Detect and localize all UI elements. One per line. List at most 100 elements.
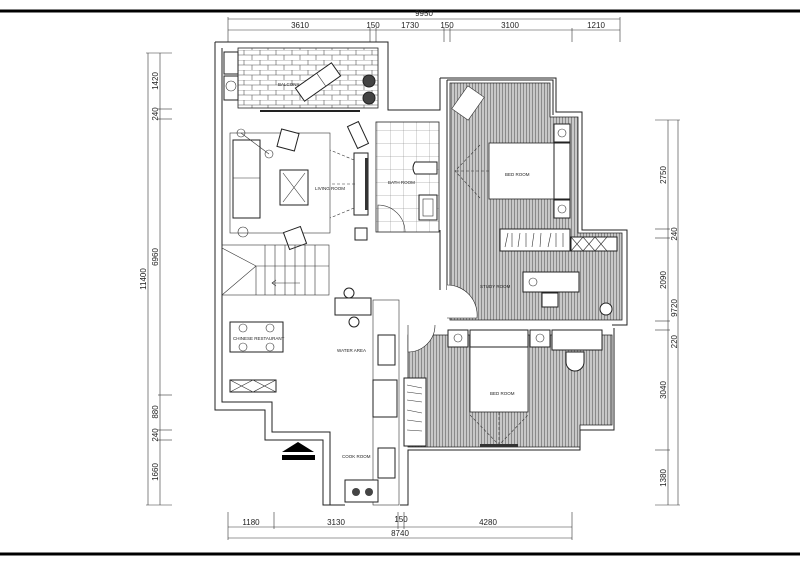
- bedroom-study-floor: [449, 82, 623, 321]
- entrance-arrow-icon: [282, 442, 315, 460]
- plant-box: [354, 227, 368, 241]
- study-chair: [541, 292, 559, 308]
- sink: [377, 447, 396, 479]
- dim-right-2: 240: [670, 227, 679, 241]
- bar-stool: [348, 316, 360, 328]
- bed-headboard: [469, 329, 529, 348]
- room-label-bed1: BED ROOM: [505, 172, 530, 177]
- dim-left-total: 11400: [139, 268, 148, 290]
- dim-left-3: 6960: [151, 248, 160, 266]
- dim-right-4: 220: [670, 334, 679, 348]
- dim-top-5: 3100: [501, 21, 519, 30]
- dim-bottom-2: 3130: [327, 518, 345, 527]
- nightstand: [529, 329, 551, 348]
- balcony-sink: [223, 51, 239, 75]
- lamp-icon: [557, 204, 567, 214]
- right-dimensions: [655, 119, 680, 506]
- living-rug: [229, 132, 331, 234]
- washer-drum-icon: [225, 80, 237, 92]
- dim-left-1: 1420: [151, 72, 160, 90]
- dim-right-6: 1380: [659, 469, 668, 487]
- outer-walls: [214, 41, 628, 506]
- floor-lamp-icon: [236, 128, 246, 138]
- plant-icon: [599, 302, 613, 316]
- plant-pot-icon: [362, 74, 376, 88]
- side-table-lamp-icon: [237, 226, 249, 238]
- top-dimensions: [227, 17, 621, 42]
- dim-top-1: 3610: [291, 21, 309, 30]
- plant-pot-icon: [362, 91, 376, 105]
- room-label-living: LIVING ROOM: [315, 186, 345, 191]
- dim-bottom-1: 1180: [242, 518, 260, 527]
- lounge-chair: [294, 62, 342, 102]
- dining-area: CHINESE RESTAURANT: [229, 321, 285, 393]
- bath-sink: [418, 194, 438, 221]
- dim-top-2: 150: [366, 21, 380, 30]
- dim-left-2: 240: [151, 107, 160, 121]
- dim-left-6: 1660: [151, 463, 160, 481]
- washing-machine: [223, 75, 239, 101]
- dim-left-4: 880: [151, 405, 160, 419]
- sideboard: [229, 379, 277, 393]
- room-label-bed2: BED ROOM: [490, 391, 515, 396]
- nightstand: [553, 123, 571, 143]
- dim-top-4: 150: [440, 21, 454, 30]
- lounge-chair: [451, 85, 485, 121]
- dim-bottom-3: 150: [394, 515, 408, 524]
- lamp-icon: [557, 128, 567, 138]
- room-label-study: STUDY ROOM: [480, 284, 511, 289]
- bath-door: [377, 204, 406, 233]
- armchair: [282, 225, 308, 251]
- left-dimensions: [146, 52, 172, 506]
- dim-bottom-4: 4280: [479, 518, 497, 527]
- lamp-icon: [535, 333, 545, 343]
- dim-left-5: 240: [151, 428, 160, 442]
- floor-lamp-icon: [264, 149, 274, 159]
- bar-counter: [334, 297, 372, 316]
- desk-lamp-icon: [528, 277, 538, 287]
- refrigerator: [372, 379, 398, 418]
- room-label-bath: BATH ROOM: [388, 180, 415, 185]
- room-label-dining: CHINESE RESTAURANT: [233, 336, 285, 341]
- wardrobe: [403, 377, 427, 447]
- dim-top-3: 1730: [401, 21, 419, 30]
- dim-bottom-total: 8740: [391, 529, 409, 538]
- bottom-dimensions: [227, 512, 573, 540]
- lamp-icon: [453, 333, 463, 343]
- staircase: [221, 244, 330, 296]
- cabinet: [346, 120, 370, 150]
- dresser: [551, 329, 603, 351]
- armchair: [276, 128, 300, 152]
- bed-headboard: [553, 142, 571, 200]
- chair-icon: [265, 342, 275, 352]
- bar-stool: [343, 287, 355, 299]
- toilet: [412, 161, 438, 175]
- dim-right-5: 3040: [659, 381, 668, 399]
- sofa: [232, 139, 261, 219]
- bedroom2-door: [407, 324, 436, 353]
- dim-right-total: 9720: [670, 299, 679, 317]
- tv: [365, 158, 368, 210]
- study-door: [446, 284, 478, 319]
- storage-cabinet: [570, 236, 618, 252]
- bed: [469, 346, 529, 413]
- burner-icon: [352, 488, 360, 496]
- tv-stand: [480, 444, 518, 447]
- room-label-balcony: BALCONY: [278, 82, 300, 87]
- study-desk: [522, 271, 580, 293]
- bed: [488, 142, 555, 200]
- dim-right-1: 2750: [659, 166, 668, 184]
- chair-icon: [238, 342, 248, 352]
- burner-icon: [365, 488, 373, 496]
- wardrobe: [499, 228, 571, 252]
- chair-icon: [265, 323, 275, 333]
- dim-top-6: 1210: [587, 21, 605, 30]
- living-room: LIVING ROOM: [229, 120, 370, 251]
- nightstand: [447, 329, 469, 348]
- room-label-water: WATER AREA: [337, 348, 366, 353]
- dim-top-total: 9950: [415, 9, 433, 18]
- vanity-stool: [565, 351, 585, 372]
- nightstand: [553, 199, 571, 219]
- dim-right-3: 2090: [659, 271, 668, 289]
